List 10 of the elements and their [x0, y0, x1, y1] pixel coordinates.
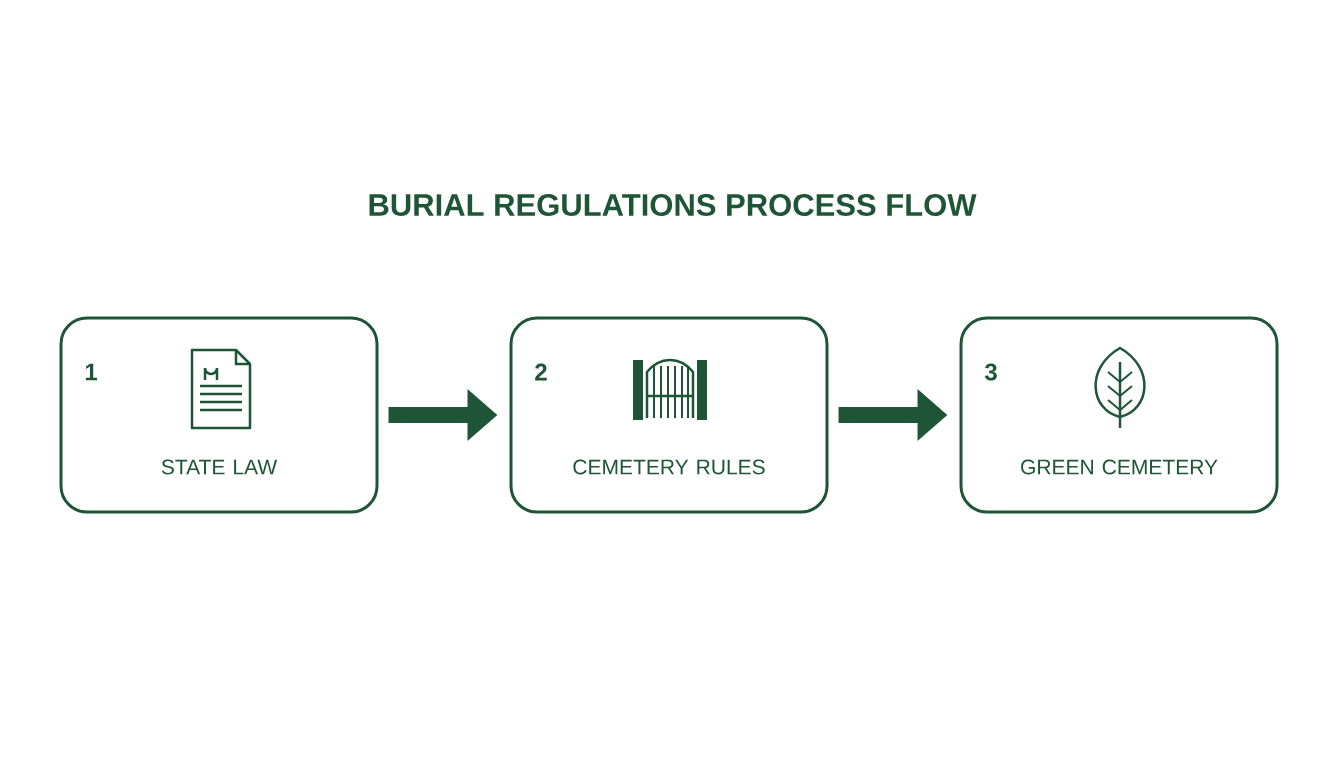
title: BURIAL REGULATIONS PROCESS FLOW [369, 194, 977, 216]
process-box [959, 316, 1279, 514]
process-box [59, 316, 379, 514]
step-label: STATE LAW [161, 459, 278, 475]
step-label: GREEN CEMETERY [1021, 459, 1218, 475]
process-box [509, 316, 829, 514]
step-label: CEMETERY RULES [573, 459, 765, 475]
step-number: 2 [535, 363, 547, 381]
step-number: 1 [85, 363, 97, 381]
step-number: 3 [984, 363, 997, 381]
